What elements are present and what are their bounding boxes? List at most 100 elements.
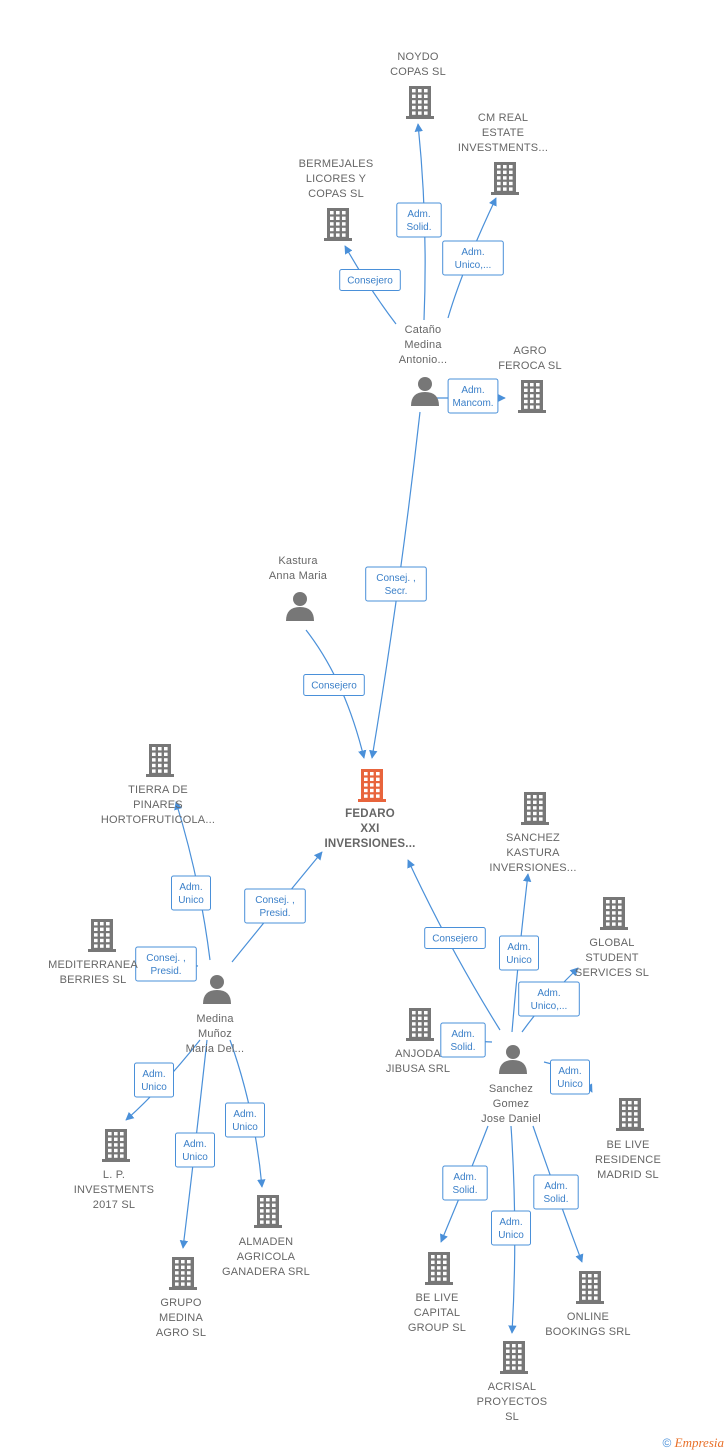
edge-label-text: Adm. <box>453 1172 476 1183</box>
node-label: ACRISAL <box>488 1381 536 1393</box>
node-tierra[interactable]: TIERRA DEPINARESHORTOFRUTICOLA... <box>101 744 215 826</box>
edge-label-text: Consej. , <box>146 953 185 964</box>
edge-catano-cmreal: Adm. Unico,... <box>442 197 504 319</box>
edge-label-text: Adm. <box>179 882 202 893</box>
node-label: HORTOFRUTICOLA... <box>101 814 215 826</box>
edge-label-text: Unico <box>141 1082 167 1093</box>
node-label: Maria Del... <box>186 1043 245 1055</box>
node-label: KASTURA <box>506 847 560 859</box>
building-icon <box>324 208 352 241</box>
building-icon <box>616 1098 644 1131</box>
node-label: JIBUSA SRL <box>386 1063 450 1075</box>
edge-label-text: Adm. <box>461 247 484 258</box>
edge-label-text: Adm. <box>183 1139 206 1150</box>
edge-label[interactable]: Adm.Unico <box>134 1062 174 1098</box>
building-icon <box>425 1252 453 1285</box>
edge-label[interactable]: Adm.Unico <box>171 875 211 911</box>
edge-label-box <box>518 981 580 1017</box>
edge-label[interactable]: Consejero <box>339 269 401 291</box>
edge-label-text: Consej. , <box>376 573 415 584</box>
edge-label-box <box>396 202 442 238</box>
edge-label-box <box>447 378 499 414</box>
edge-label[interactable]: Adm.Unico <box>225 1102 265 1138</box>
edge-label[interactable]: Adm.Unico <box>175 1132 215 1168</box>
node-label: Cataño <box>405 324 442 336</box>
brand-logo[interactable]: Empresia <box>674 1435 724 1450</box>
edge-label-box <box>244 888 306 924</box>
edge-medina-grupomedina: Adm.Unico <box>175 1039 215 1249</box>
node-label: AGRICOLA <box>237 1251 296 1263</box>
node-label: INVESTMENTS <box>74 1184 154 1196</box>
node-cmreal[interactable]: CM REALESTATEINVESTMENTS... <box>458 112 548 195</box>
node-label: ALMADEN <box>239 1236 294 1248</box>
edge-label[interactable]: Consejero <box>303 674 365 696</box>
edge-label[interactable]: Consej. ,Presid. <box>135 946 197 982</box>
person-icon <box>286 592 314 621</box>
node-label: CAPITAL <box>414 1307 460 1319</box>
node-label: STUDENT <box>585 952 638 964</box>
edge-label[interactable]: Adm.Unico <box>499 935 539 971</box>
node-label: Medina <box>196 1013 234 1025</box>
edge-label-text: Solid. <box>452 1185 477 1196</box>
edge-label-text: Adm. <box>537 988 560 999</box>
edge-label[interactable]: Adm.Mancom. <box>447 378 499 414</box>
edge-label-text: Solid. <box>450 1042 475 1053</box>
node-catano[interactable]: CatañoMedinaAntonio... <box>399 324 447 406</box>
building-icon <box>576 1271 604 1304</box>
edge-label[interactable]: Adm. Unico,... <box>442 240 504 276</box>
node-label: MEDITERRANEA <box>48 959 138 971</box>
node-label: ESTATE <box>482 127 524 139</box>
node-sanchezk[interactable]: SANCHEZKASTURAINVERSIONES... <box>489 792 576 874</box>
node-label: L. P. <box>103 1169 125 1181</box>
edge-medina-mediterranea: Consej. ,Presid. <box>135 946 199 982</box>
edge-label-text: Unico <box>232 1122 258 1133</box>
node-label: Medina <box>404 339 442 351</box>
edge-label[interactable]: Consej. ,Presid. <box>244 888 306 924</box>
building-icon <box>406 86 434 119</box>
edge-label-text: Unico,... <box>455 260 492 271</box>
edge-catano-fedaro: Consej. ,Secr. <box>365 411 427 759</box>
edge-label[interactable]: Adm.Unico,... <box>518 981 580 1017</box>
edge-label[interactable]: Adm. Solid. <box>442 1165 488 1201</box>
node-label: Muñoz <box>198 1028 232 1040</box>
node-label: ONLINE <box>567 1311 609 1323</box>
edge-label[interactable]: Adm.Solid. <box>533 1174 579 1210</box>
node-label: BE LIVE <box>416 1292 459 1304</box>
edge-label-text: Solid. <box>543 1194 568 1205</box>
node-label: SL <box>505 1411 519 1423</box>
edge-label[interactable]: Consejero <box>424 927 486 949</box>
edge-sanchezg-online: Adm.Solid. <box>532 1125 584 1263</box>
edge-label-box <box>135 946 197 982</box>
edge-label-text: Adm. <box>499 1217 522 1228</box>
edge-sanchezg-sanchezk: Adm.Unico <box>499 873 539 1033</box>
edge-medina-almaden: Adm.Unico <box>225 1039 266 1188</box>
node-label: TIERRA DE <box>128 784 188 796</box>
edge-label[interactable]: Adm.Unico <box>491 1210 531 1246</box>
node-label: BE LIVE <box>607 1139 650 1151</box>
edge-label-text: Adm. <box>451 1029 474 1040</box>
edge-label[interactable]: Adm. Solid. <box>440 1022 486 1058</box>
edge-label[interactable]: Adm.Unico <box>550 1059 590 1095</box>
node-fedaro[interactable]: FEDAROXXIINVERSIONES... <box>325 769 416 850</box>
edge-label[interactable]: Consej. ,Secr. <box>365 566 427 602</box>
edge-catano-agroferoca: Adm.Mancom. <box>436 378 506 414</box>
edge-label[interactable]: Adm.Solid. <box>396 202 442 238</box>
